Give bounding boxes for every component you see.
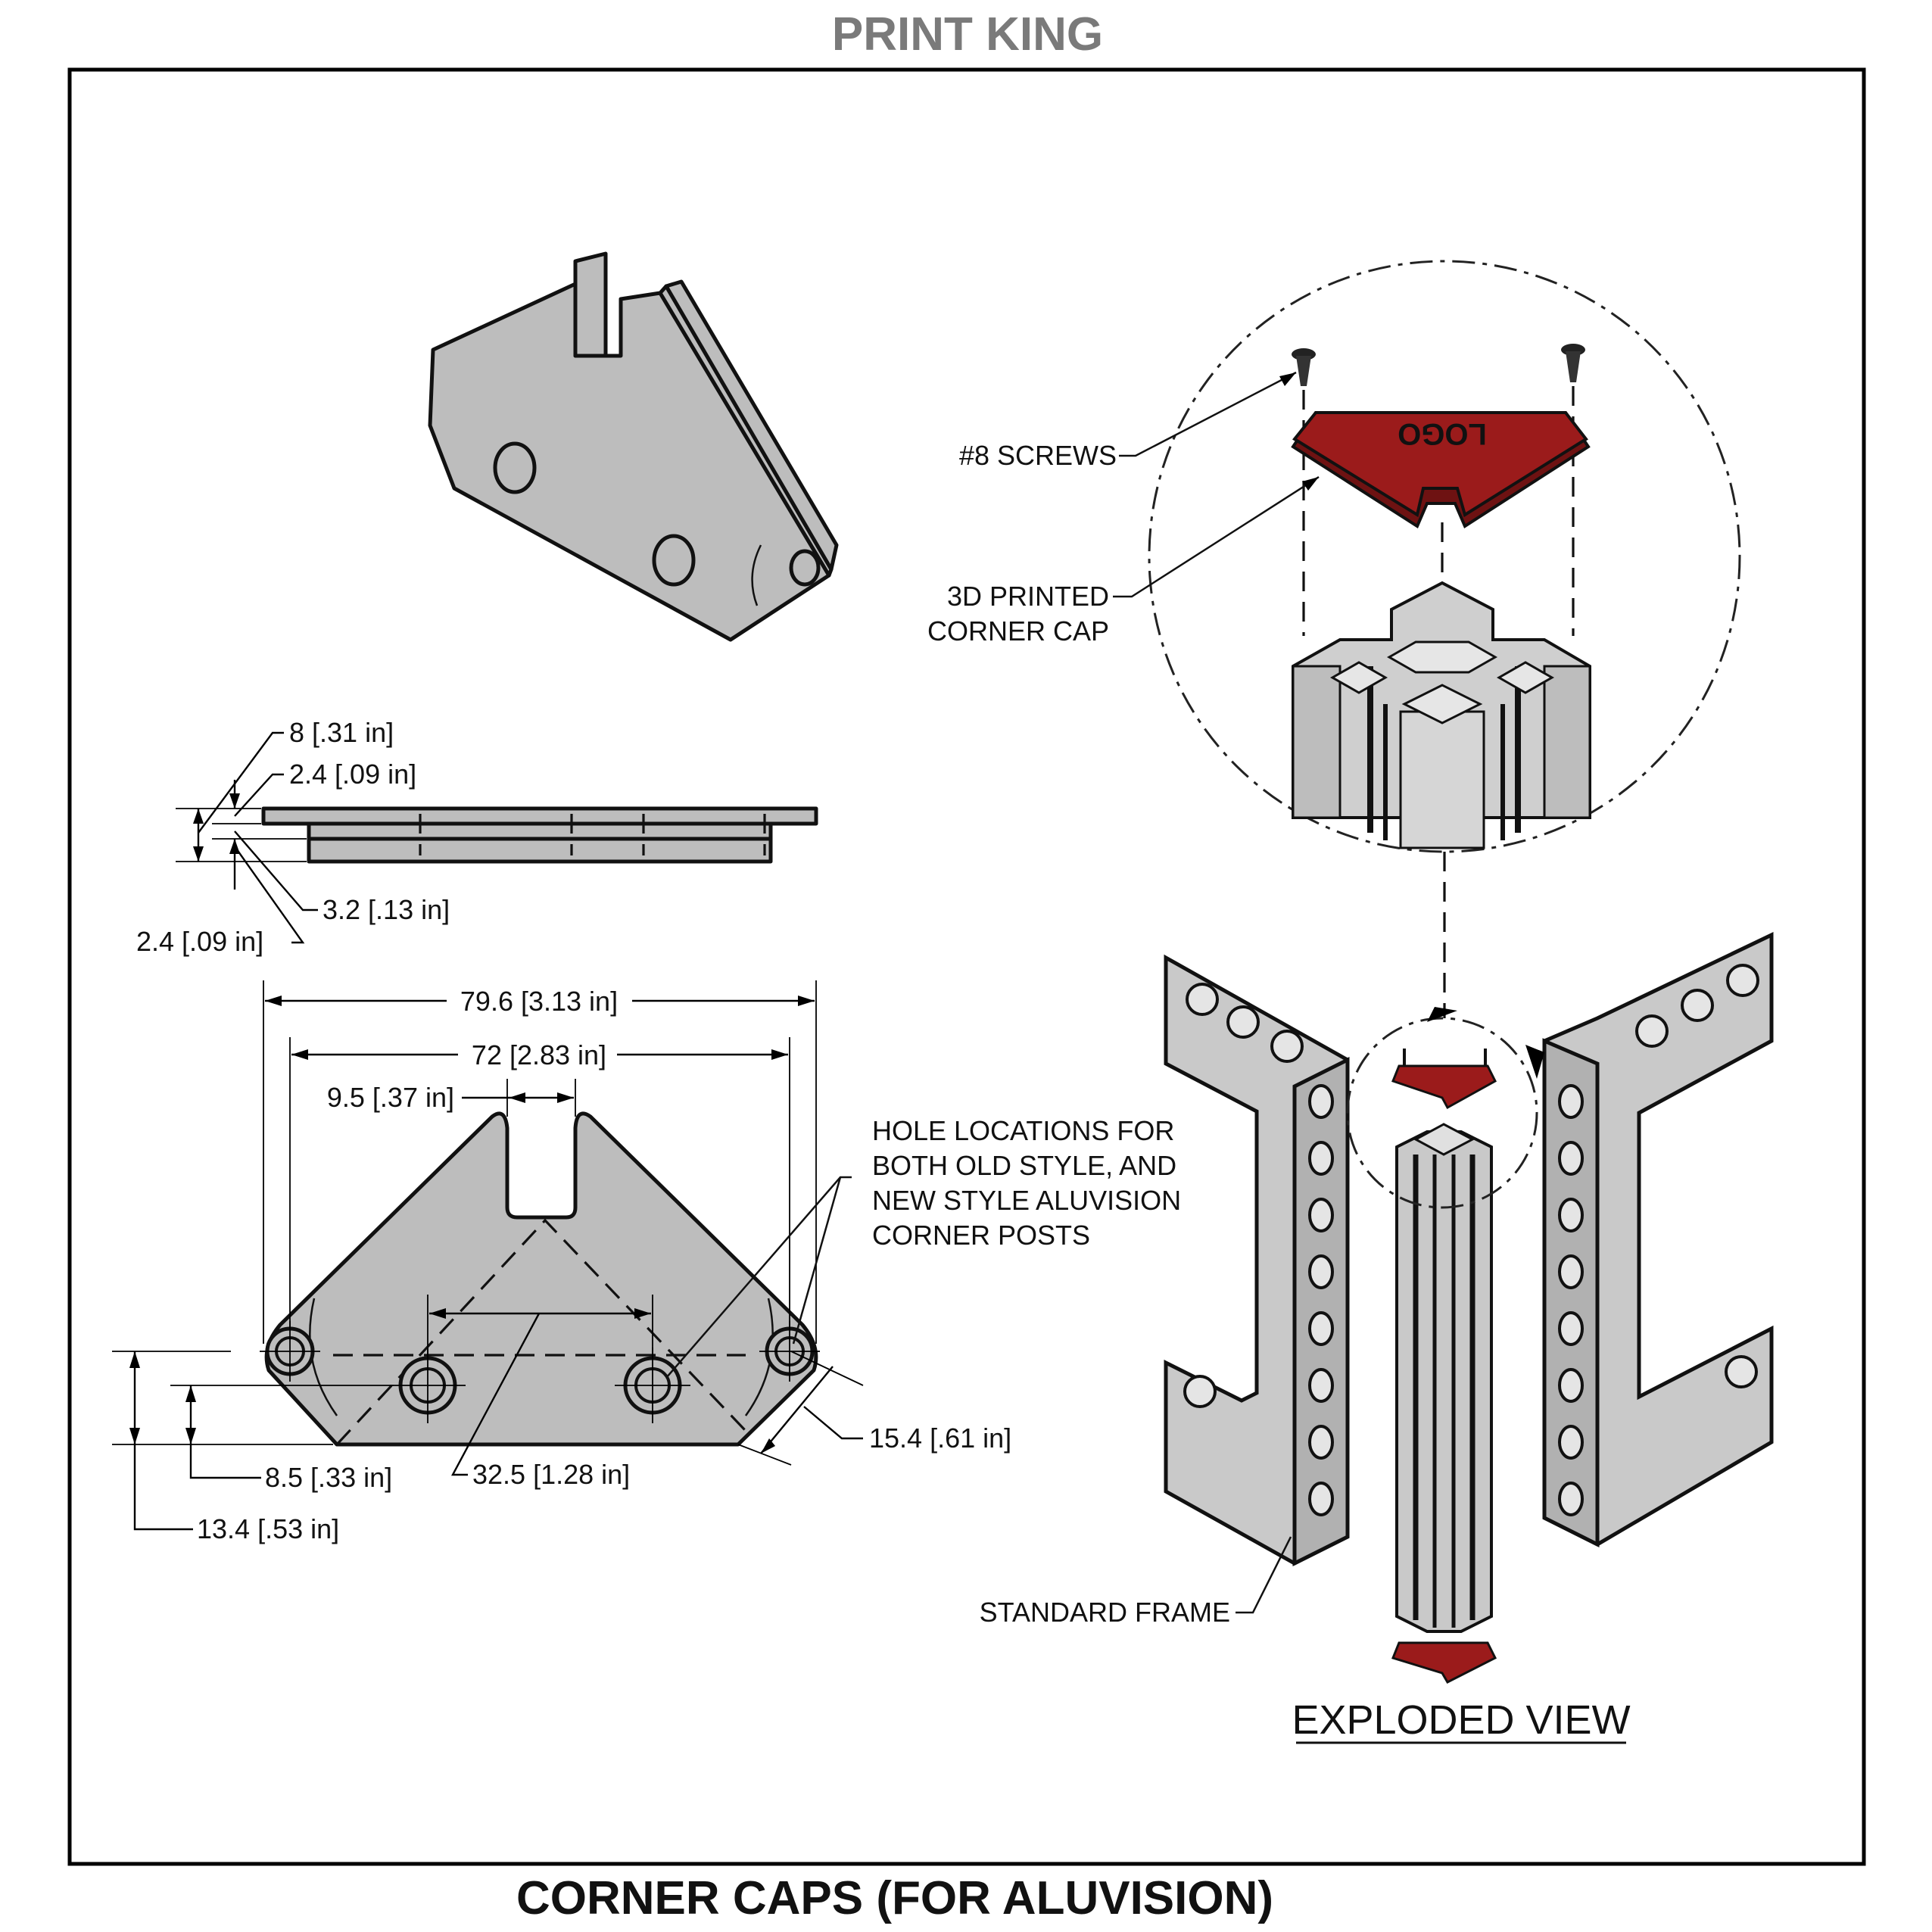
footer-title: CORNER CAPS (FOR ALUVISION)	[516, 1872, 1273, 1924]
side-view: 8 [.31 in] 2.4 [.09 in] 3.2 [.13 in] 2.4…	[136, 717, 818, 957]
dim-web: 3.2 [.13 in]	[323, 894, 450, 925]
hole-inner-left	[390, 1348, 466, 1423]
frame-hole	[1308, 1368, 1334, 1403]
screws-label: #8 SCREWS	[959, 440, 1117, 471]
frame-hole	[1558, 1141, 1584, 1176]
plan-view: 79.6 [3.13 in] 72 [2.83 in] 9.5 [.37 in]…	[112, 980, 1011, 1544]
cap-label-line-1: 3D PRINTED	[947, 581, 1109, 612]
frame-hole	[1558, 1482, 1584, 1516]
frame-hole	[1558, 1084, 1584, 1119]
exploded-detail: LOGO #8 SCREWS 3D PRINTED CORNER CAP	[927, 260, 1741, 853]
cap-label-line-2: CORNER CAP	[927, 615, 1109, 647]
hole-left	[260, 1321, 320, 1382]
exploded-view-title: EXPLODED VIEW	[1292, 1697, 1630, 1743]
frame-hole	[1308, 1084, 1334, 1119]
screw-right	[1561, 344, 1585, 636]
dim-edge-distance: 15.4 [.61 in]	[869, 1423, 1011, 1454]
frame-hole	[1308, 1254, 1334, 1289]
corner-post	[1395, 1123, 1493, 1633]
dim-slot-width: 9.5 [.37 in]	[327, 1082, 454, 1113]
frame-hole	[1558, 1425, 1584, 1460]
hole-note-line-3: NEW STYLE ALUVISION	[872, 1185, 1181, 1216]
frame-hole	[1308, 1141, 1334, 1176]
header-title: PRINT KING	[832, 8, 1103, 61]
isometric-cap-view	[428, 251, 839, 642]
extrusion-detail	[1292, 581, 1591, 849]
bottom-small-cap	[1391, 1641, 1497, 1684]
frame-left-side-holes	[1308, 1084, 1334, 1516]
drawing-border	[67, 67, 1866, 1866]
frame-hole	[1558, 1254, 1584, 1289]
frame-right-side-holes	[1558, 1084, 1584, 1516]
hole-note-line-1: HOLE LOCATIONS FOR	[872, 1115, 1174, 1146]
hole-note: HOLE LOCATIONS FOR BOTH OLD STYLE, AND N…	[872, 1115, 1181, 1251]
dim-outer-hole-offset: 13.4 [.53 in]	[197, 1513, 339, 1544]
frame-hole	[1558, 1198, 1584, 1232]
frame-right	[1542, 932, 1774, 1548]
hole-inner-right	[615, 1348, 690, 1423]
dim-top-flange: 2.4 [.09 in]	[289, 759, 416, 790]
frame-hole	[1308, 1311, 1334, 1346]
frame-left	[1164, 954, 1350, 1567]
frame-hole	[1558, 1368, 1584, 1403]
dim-overall-thickness: 8 [.31 in]	[289, 717, 394, 748]
frame-hole	[1308, 1482, 1334, 1516]
dim-inner-hole-offset: 8.5 [.33 in]	[265, 1462, 392, 1493]
corner-cap-red: LOGO	[1291, 411, 1591, 528]
hole-note-line-2: BOTH OLD STYLE, AND	[872, 1150, 1176, 1181]
cap-logo-text: LOGO	[1398, 417, 1487, 450]
dim-bottom-flange: 2.4 [.09 in]	[136, 926, 263, 957]
frame-hole	[1308, 1198, 1334, 1232]
frame-assembly: STANDARD FRAME EXPLODED VIEW	[980, 932, 1774, 1744]
frame-label: STANDARD FRAME	[980, 1597, 1230, 1628]
frame-hole	[1558, 1311, 1584, 1346]
dim-inner-hole-span: 32.5 [1.28 in]	[472, 1459, 630, 1490]
hole-note-line-4: CORNER POSTS	[872, 1220, 1090, 1251]
dim-overall-width: 79.6 [3.13 in]	[460, 986, 618, 1017]
dim-hole-span: 72 [2.83 in]	[472, 1039, 606, 1070]
top-small-cap	[1391, 1049, 1497, 1110]
frame-hole	[1308, 1425, 1334, 1460]
